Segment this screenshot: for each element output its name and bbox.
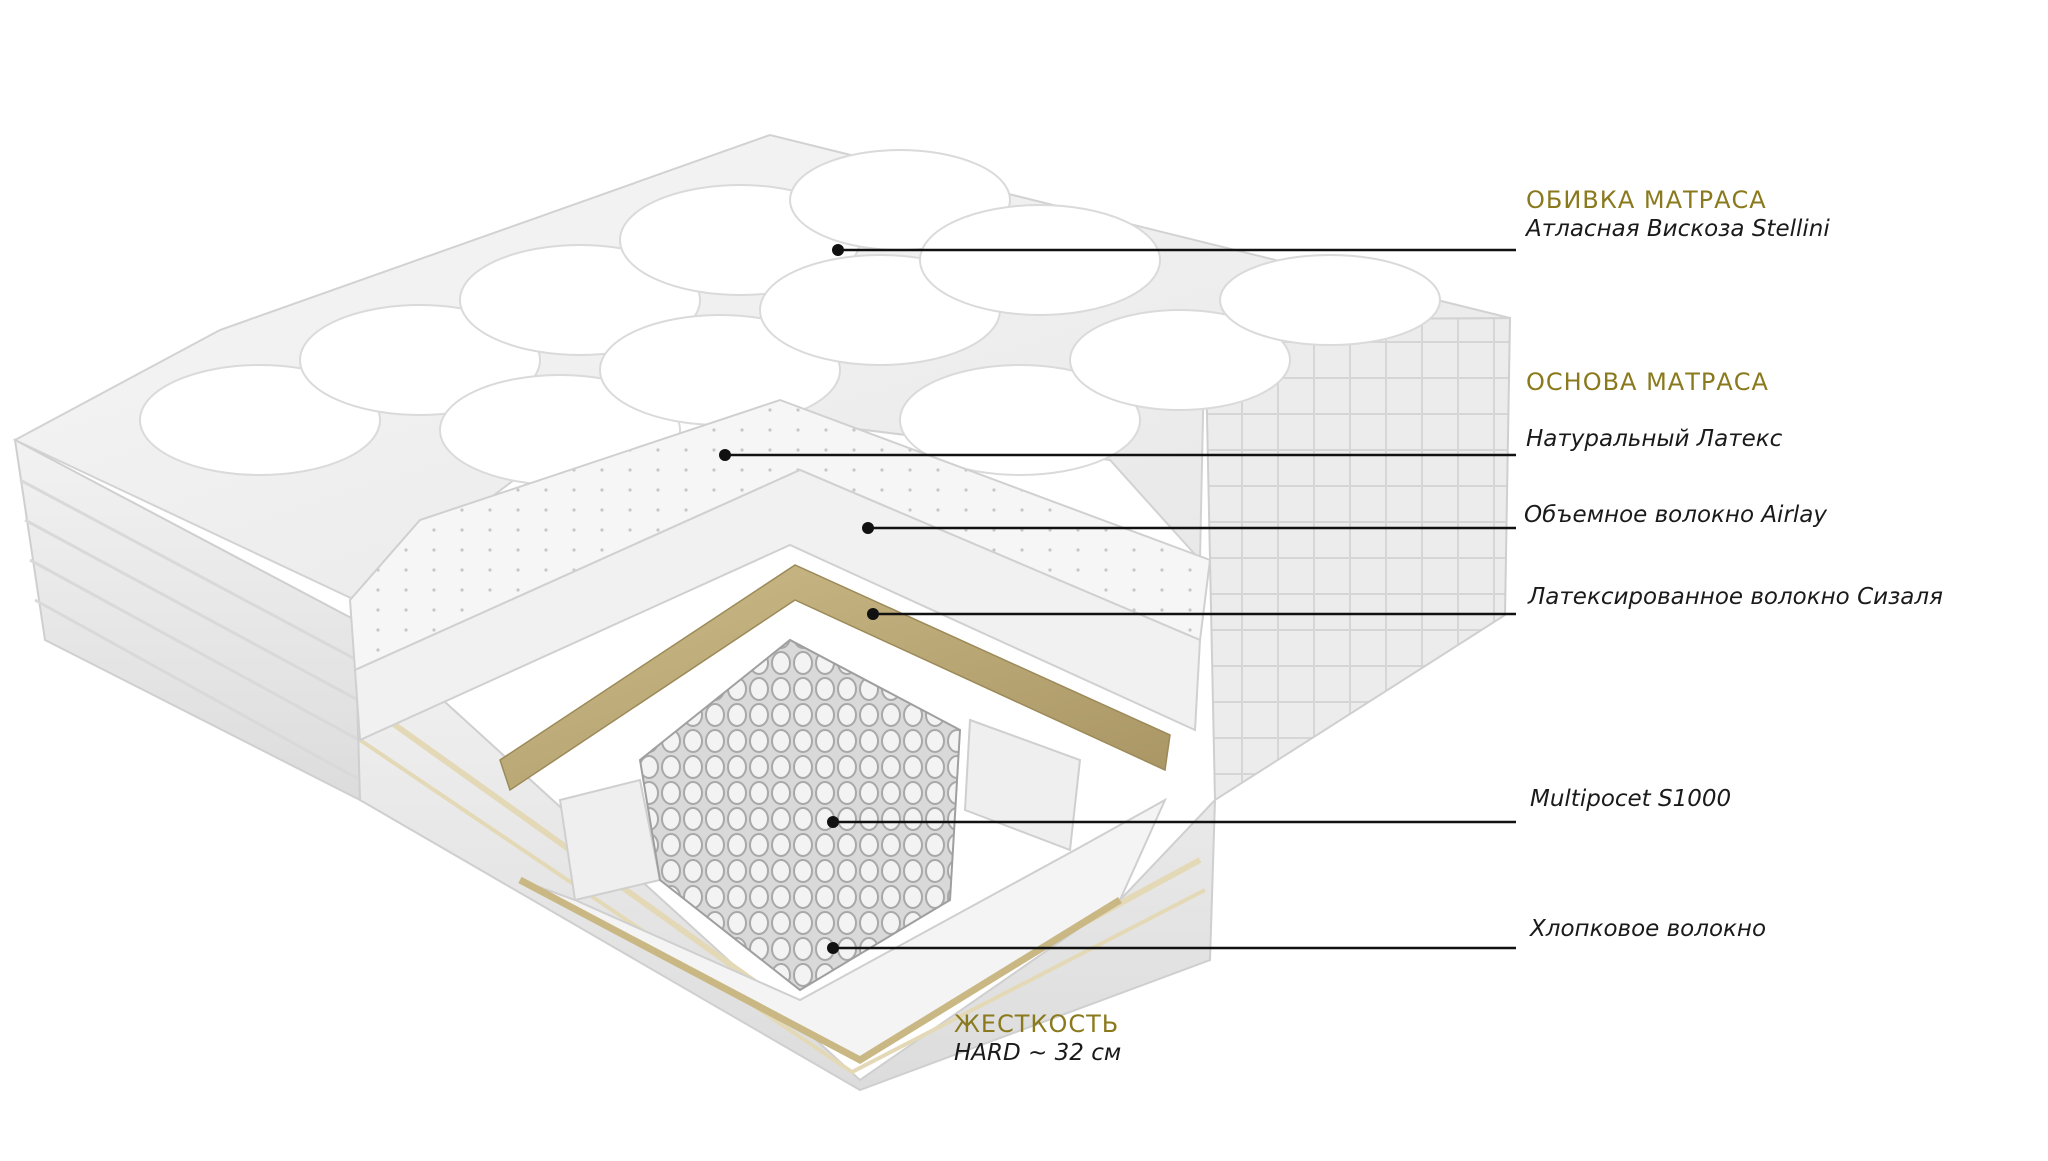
leader-springs-dot	[827, 816, 839, 828]
cotton-label: Хлопковое волокно	[1530, 916, 1767, 942]
leader-sisal-dot	[867, 608, 879, 620]
leader-latex-dot	[719, 449, 731, 461]
leader-cover-dot	[832, 244, 844, 256]
cutaway-airlay-layer	[353, 468, 1202, 742]
latex-label: Натуральный Латекс	[1526, 426, 1783, 452]
airlay-label: Объемное волокно Airlay	[1524, 502, 1827, 528]
springs-label: Multipocet S1000	[1530, 786, 1732, 812]
cover-heading: ОБИВКА МАТРАСА	[1526, 186, 1767, 214]
firmness-value: HARD ~ 32 см	[954, 1040, 1122, 1066]
cover-material: Атласная Вискоза Stellini	[1526, 216, 1830, 242]
leader-airlay-dot	[862, 522, 874, 534]
leader-lines	[719, 244, 1516, 954]
cutaway-sisal-layer	[499, 564, 1171, 792]
firmness-heading: ЖЕСТКОСТЬ	[954, 1010, 1120, 1038]
cutaway-spring-block	[638, 638, 962, 992]
cutaway-cotton-layer	[518, 797, 1168, 1065]
leader-cotton-dot	[827, 942, 839, 954]
base-heading: ОСНОВА МАТРАСА	[1526, 368, 1769, 396]
sisal-label: Латексированное волокно Сизаля	[1528, 584, 1943, 610]
cutaway-foam-walls	[558, 718, 1082, 902]
